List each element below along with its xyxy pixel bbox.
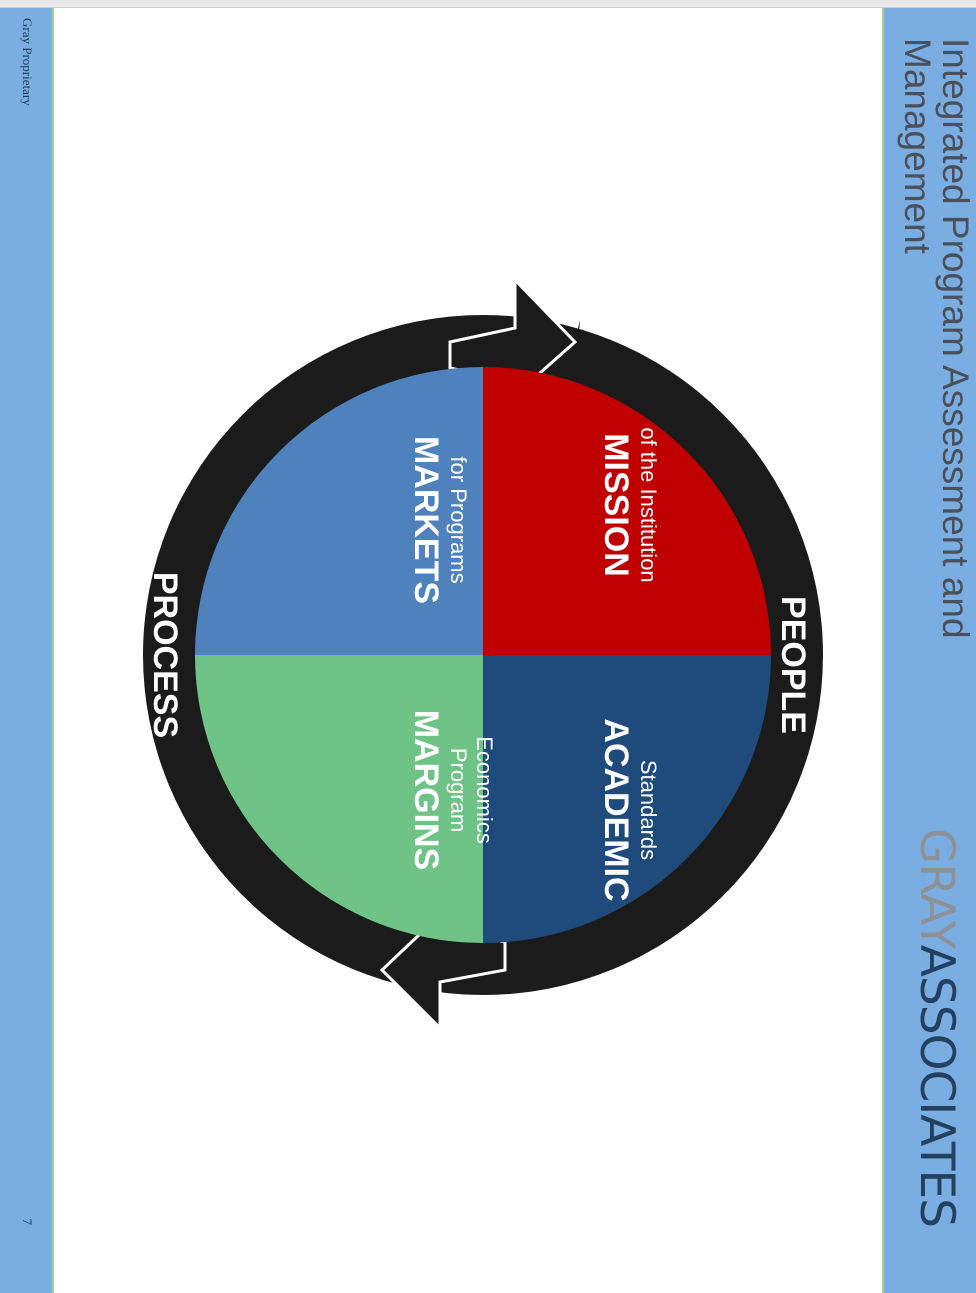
mission-title: MISSION: [597, 433, 635, 577]
brand-logo: GRAYASSOCIATES: [909, 828, 964, 1227]
slide-title: Integrated Program Assessment and Manage…: [897, 38, 976, 639]
ring-label-people: PEOPLE: [774, 596, 812, 734]
page-number: 7: [20, 1218, 35, 1226]
cycle-diagram: PEOPLE PROCESS MISSION of the Institutio…: [143, 276, 823, 1032]
academic-subtitle: Standards: [636, 760, 661, 860]
quadrant-mission: [483, 367, 771, 655]
header-band: Integrated Program Assessment and Manage…: [882, 8, 976, 1293]
margins-subtitle-2: Economics: [472, 736, 497, 844]
mission-subtitle: of the Institution: [636, 427, 661, 582]
brand-gray: GRAY: [909, 828, 964, 945]
margins-subtitle-1: Program: [446, 748, 471, 832]
footer-band: Gray Proprietary 7: [0, 8, 54, 1293]
quadrant-academic: [483, 655, 771, 943]
ring-label-process: PROCESS: [146, 572, 184, 738]
academic-title: ACADEMIC: [597, 718, 635, 901]
quadrant-margins: [195, 655, 483, 943]
margins-title: MARGINS: [407, 710, 445, 871]
footer-text: Gray Proprietary: [20, 18, 35, 106]
markets-title: MARKETS: [407, 436, 445, 604]
brand-associates: ASSOCIATES: [909, 944, 964, 1227]
markets-subtitle: for Programs: [446, 456, 471, 583]
top-rule: [0, 0, 976, 8]
quadrant-markets: [195, 367, 483, 655]
